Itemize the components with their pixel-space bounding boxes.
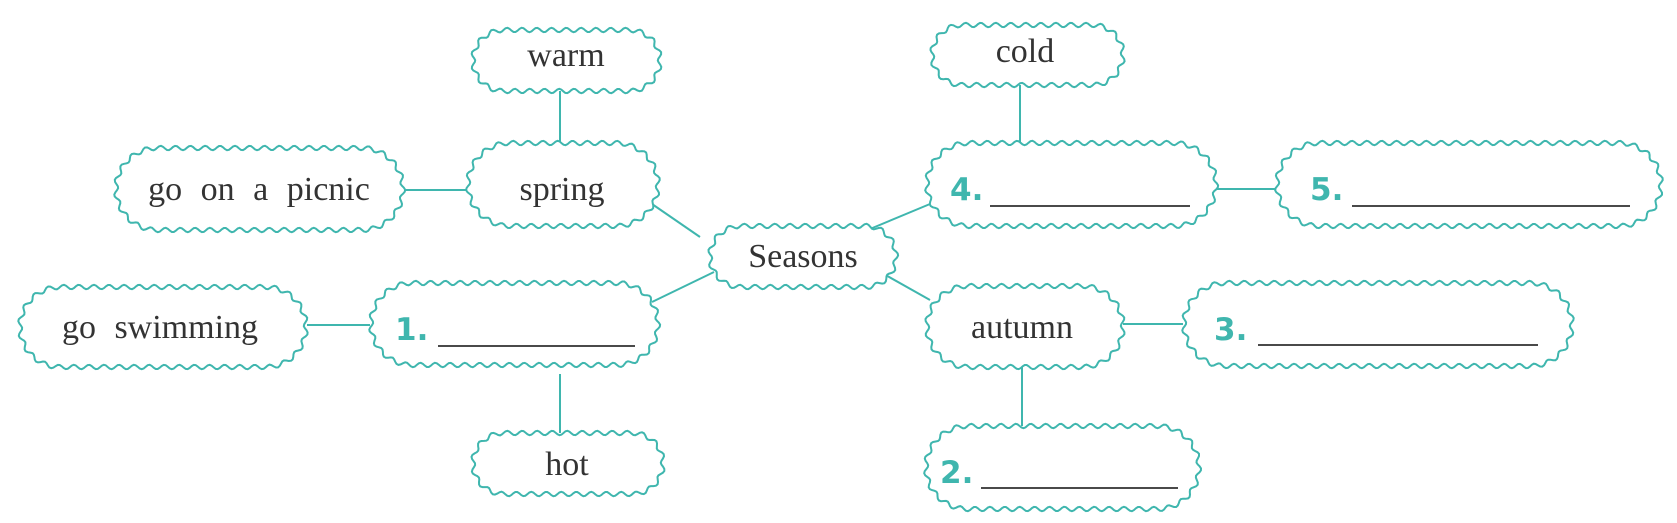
node-spring-label: spring: [520, 171, 605, 208]
node-picnic: go on a picnic: [113, 144, 407, 234]
node-swimming-label: go swimming: [62, 309, 258, 346]
connector-seasons-summer: [651, 271, 715, 303]
node-cold-box: [929, 21, 1126, 89]
node-autumn-box: [924, 282, 1126, 371]
node-blank2-box: [923, 422, 1203, 513]
node-seasons: Seasons: [707, 222, 900, 291]
node-seasons-label: Seasons: [748, 238, 858, 275]
node-picnic-box: [113, 144, 407, 234]
node-autumn-label: autumn: [971, 309, 1073, 346]
node-picnic-label: go on a picnic: [148, 171, 370, 208]
node-blank2: 2.: [923, 422, 1203, 513]
node-blank3-number: 3.: [1214, 312, 1247, 348]
node-warm-box: [470, 26, 663, 95]
connector-seasons-autumn: [881, 272, 931, 301]
node-hot-box: [470, 429, 666, 498]
node-winter: 4.: [924, 139, 1220, 230]
node-hot: hot: [470, 429, 666, 498]
node-warm-label: warm: [527, 37, 604, 74]
node-cold: cold: [929, 21, 1126, 89]
node-warm: warm: [470, 26, 663, 95]
node-hot-label: hot: [545, 446, 589, 483]
node-blank3-box: [1181, 279, 1575, 370]
connector-seasons-spring: [651, 203, 701, 238]
node-blank2-number: 2.: [940, 455, 973, 491]
node-summer-number: 1.: [395, 312, 428, 348]
connector-lines: [307, 85, 1276, 433]
node-cold-label: cold: [996, 33, 1055, 70]
node-blank5-number: 5.: [1310, 172, 1343, 208]
connector-seasons-winter: [869, 203, 931, 230]
node-blank3: 3.: [1181, 279, 1575, 370]
node-autumn: autumn: [924, 282, 1126, 371]
node-spring-box: [465, 139, 661, 230]
node-summer: 1.: [368, 279, 662, 369]
node-swimming: go swimming: [17, 283, 309, 371]
node-blank5: 5.: [1274, 139, 1664, 230]
node-winter-number: 4.: [950, 172, 983, 208]
node-seasons-box: [707, 222, 900, 291]
node-spring: spring: [465, 139, 661, 230]
node-swimming-box: [17, 283, 309, 371]
